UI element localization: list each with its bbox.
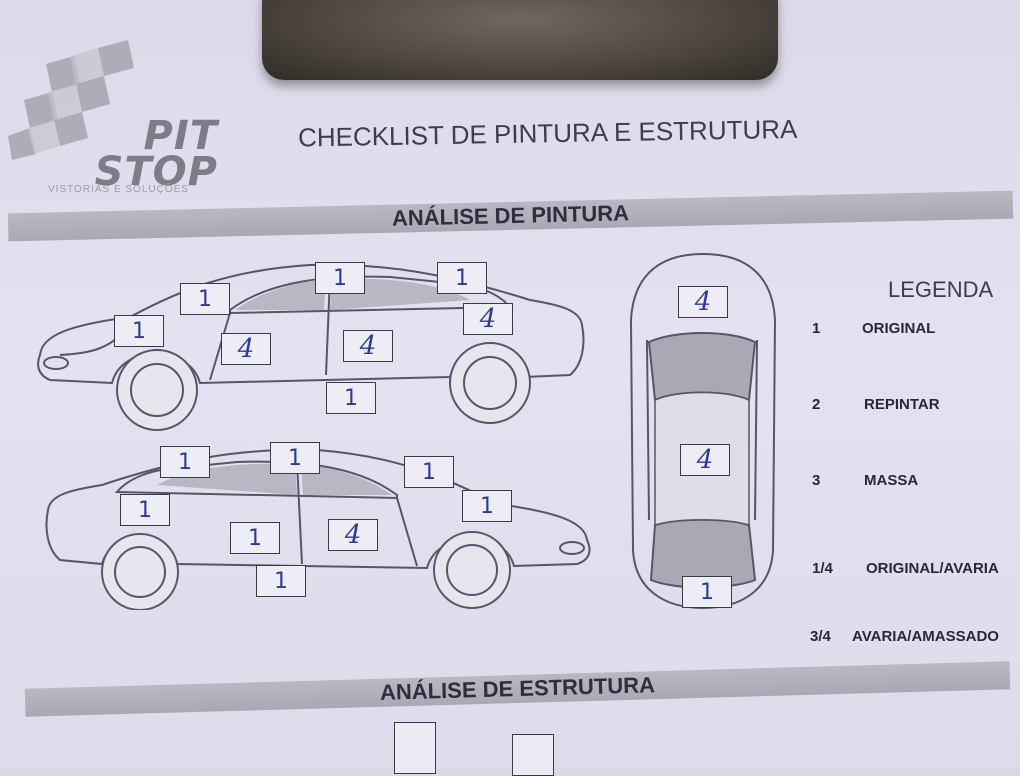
legend-code: 1/4 bbox=[812, 560, 833, 577]
legend-label: MASSA bbox=[864, 472, 919, 489]
side1-rear-door-box[interactable]: 4 bbox=[343, 330, 393, 362]
legend-title: LEGENDA bbox=[888, 277, 994, 302]
side1-roof-middle-box[interactable]: 1 bbox=[315, 262, 365, 294]
side2-front-pillar-box[interactable]: 1 bbox=[404, 456, 454, 488]
pit-stop-logo-flag-icon bbox=[8, 40, 134, 160]
legend-label: REPINTAR bbox=[864, 396, 940, 413]
legend-item: 1 ORIGINAL bbox=[812, 320, 935, 337]
structure-checkbox[interactable] bbox=[394, 722, 436, 774]
legend-label: ORIGINAL bbox=[862, 320, 936, 337]
clipboard-clip bbox=[262, 0, 778, 80]
logo-tagline: VISTORIAS E SOLUÇÕES bbox=[48, 184, 189, 195]
side1-front-fender-box[interactable]: 1 bbox=[114, 315, 164, 347]
structure-checkbox[interactable] bbox=[512, 734, 554, 776]
top-trunk-box[interactable]: 1 bbox=[682, 576, 732, 608]
legend-item: 3 MASSA bbox=[812, 472, 918, 489]
legend-item: 3/4 AVARIA/AMASSADO bbox=[810, 628, 999, 645]
legend-item: 2 REPINTAR bbox=[812, 396, 940, 413]
side1-rear-quarter-box[interactable]: 4 bbox=[463, 303, 513, 335]
legend-label: AVARIA/AMASSADO bbox=[852, 628, 999, 645]
side2-roof-rear-box[interactable]: 1 bbox=[160, 446, 210, 478]
logo-wordmark: PIT STOP bbox=[48, 113, 218, 195]
legend-code: 2 bbox=[812, 396, 821, 413]
side2-rocker-box[interactable]: 1 bbox=[256, 565, 306, 597]
side2-roof-middle-box[interactable]: 1 bbox=[270, 442, 320, 474]
side1-front-door-box[interactable]: 4 bbox=[221, 333, 271, 365]
legend-label: ORIGINAL/AVARIA bbox=[866, 560, 999, 577]
side1-rocker-box[interactable]: 1 bbox=[326, 382, 376, 414]
side2-rear-quarter-box[interactable]: 1 bbox=[120, 494, 170, 526]
side2-front-fender-box[interactable]: 1 bbox=[462, 490, 512, 522]
legend-code: 1 bbox=[812, 320, 821, 337]
top-roof-box[interactable]: 4 bbox=[680, 444, 730, 476]
logo-pit: PIT bbox=[143, 113, 218, 159]
logo-stop: STOP bbox=[94, 149, 218, 195]
section-paint-label: ANÁLISE DE PINTURA bbox=[391, 200, 630, 231]
top-hood-box[interactable]: 4 bbox=[678, 286, 728, 318]
legend-code: 3/4 bbox=[810, 628, 831, 645]
legend-item: 1/4 ORIGINAL/AVARIA bbox=[812, 560, 999, 577]
side1-front-pillar-box[interactable]: 1 bbox=[180, 283, 230, 315]
side2-front-door-box[interactable]: 4 bbox=[328, 519, 378, 551]
side2-rear-door-box[interactable]: 1 bbox=[230, 522, 280, 554]
legend-code: 3 bbox=[812, 472, 821, 489]
side1-roof-rear-box[interactable]: 1 bbox=[437, 262, 487, 294]
car-side-view-right-icon bbox=[45, 448, 591, 610]
car-side-view-left-icon bbox=[37, 263, 585, 431]
